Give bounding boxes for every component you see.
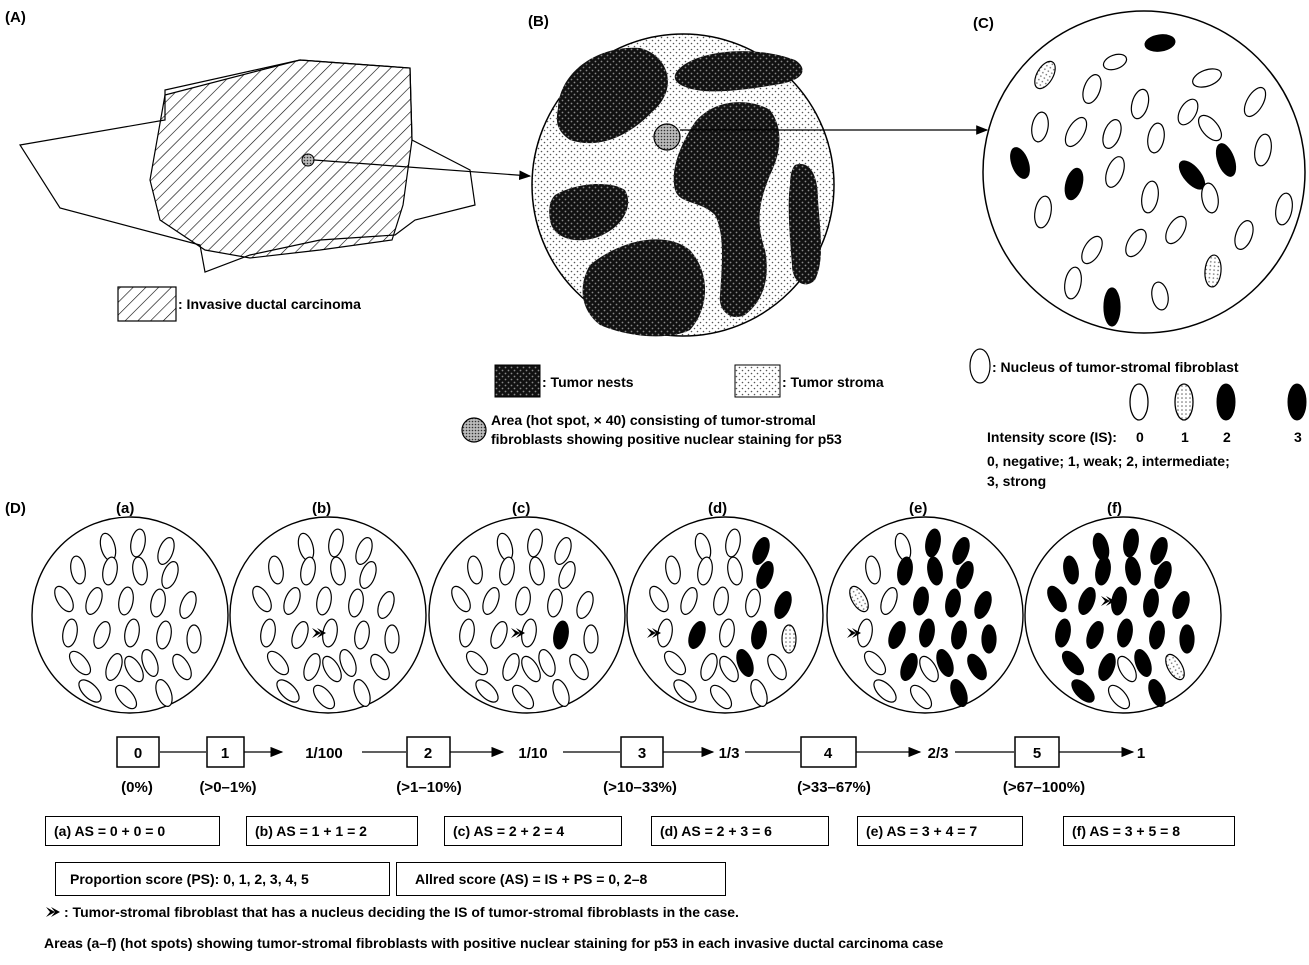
nucleus-is-0 <box>1130 384 1148 420</box>
allred-score-d: (d) AS = 2 + 3 = 6 <box>651 816 829 846</box>
case-label-c: (c) <box>512 500 530 517</box>
case-circle <box>1025 517 1221 713</box>
nucleus <box>982 625 996 653</box>
case-label-d: (d) <box>708 500 727 517</box>
arrowhead-marker-icon <box>46 907 60 917</box>
range-label: (>33–67%) <box>797 779 871 796</box>
nucleus <box>584 625 598 653</box>
carcinoma-region <box>150 60 412 258</box>
panel-label-b: (B) <box>528 13 549 30</box>
legend-stroma-label: : Tumor stroma <box>782 374 884 390</box>
case-fields <box>32 517 1221 713</box>
allred-score-a: (a) AS = 0 + 0 = 0 <box>45 816 220 846</box>
case-field <box>627 517 823 713</box>
legend-hotspot-line2: fibroblasts showing positive nuclear sta… <box>491 431 842 447</box>
proportion-score-box: Proportion score (PS): 0, 1, 2, 3, 4, 5 <box>55 862 390 896</box>
panel-label-d: (D) <box>5 500 26 517</box>
footnote-areas-text: Areas (a–f) (hot spots) showing tumor-st… <box>44 935 943 951</box>
intensity-score-2: 2 <box>1223 429 1231 445</box>
hot-spot-marker <box>654 124 680 150</box>
panel-label-c: (C) <box>973 15 994 32</box>
legend-hotspot-line1: Area (hot spot, × 40) consisting of tumo… <box>491 412 816 428</box>
case-label-e: (e) <box>909 500 927 517</box>
intensity-score-1: 1 <box>1181 429 1189 445</box>
intensity-score-label: Intensity score (IS): <box>987 429 1117 445</box>
case-field <box>32 517 228 713</box>
nucleus <box>782 625 796 653</box>
ps-box-0-label: 0 <box>134 745 142 762</box>
range-label: (>67–100%) <box>1003 779 1085 796</box>
allred-score-box: Allred score (AS) = IS + PS = 0, 2–8 <box>396 862 726 896</box>
tumor-nest <box>789 164 821 284</box>
case-field <box>1025 517 1221 713</box>
case-circle <box>230 517 426 713</box>
nucleus-is-3 <box>1288 384 1306 420</box>
ps-box-2-label: 2 <box>424 745 432 762</box>
intensity-desc-line2: 3, strong <box>987 473 1046 489</box>
nucleus <box>1104 288 1120 326</box>
nucleus <box>385 625 399 653</box>
legend-nests-label: : Tumor nests <box>542 374 634 390</box>
legend-hotspot-swatch <box>462 418 486 442</box>
allred-score-e: (e) AS = 3 + 4 = 7 <box>857 816 1023 846</box>
threshold-label: 1 <box>1137 745 1145 762</box>
legend-stroma-swatch <box>735 365 780 397</box>
case-label-f: (f) <box>1107 500 1122 517</box>
hot-spot-marker <box>302 154 314 166</box>
range-label: (>1–10%) <box>396 779 461 796</box>
allred-score-c: (c) AS = 2 + 2 = 4 <box>444 816 622 846</box>
case-label-a: (a) <box>116 500 134 517</box>
ps-box-4-label: 4 <box>824 745 833 762</box>
ps-box-1-label: 1 <box>221 745 229 762</box>
case-label-b: (b) <box>312 500 331 517</box>
legend-nucleus-swatch <box>970 349 990 383</box>
nucleus <box>1180 625 1194 653</box>
case-circle <box>429 517 625 713</box>
legend-nucleus-label: : Nucleus of tumor-stromal fibroblast <box>992 359 1239 375</box>
range-label: (>10–33%) <box>603 779 677 796</box>
threshold-label: 1/3 <box>719 745 740 762</box>
intensity-desc-line1: 0, negative; 1, weak; 2, intermediate; <box>987 453 1230 469</box>
case-circle <box>627 517 823 713</box>
intensity-score-3: 3 <box>1294 429 1302 445</box>
footnote-pointer-text: : Tumor-stromal fibroblast that has a nu… <box>64 904 739 920</box>
panel-label-a: (A) <box>5 9 26 26</box>
threshold-label: 1/100 <box>305 745 343 762</box>
ps-box-3-label: 3 <box>638 745 646 762</box>
range-label: (>0–1%) <box>199 779 256 796</box>
nucleus <box>187 625 201 653</box>
nucleus-is-1 <box>1175 384 1193 420</box>
nucleus-is-2 <box>1217 384 1235 420</box>
legend-nests-swatch <box>495 365 540 397</box>
case-field <box>827 517 1023 713</box>
case-circle <box>827 517 1023 713</box>
ps-box-5-label: 5 <box>1033 745 1041 762</box>
intensity-score-0: 0 <box>1136 429 1144 445</box>
range-label: (0%) <box>121 779 153 796</box>
case-field <box>230 517 426 713</box>
case-field <box>429 517 625 713</box>
case-circle <box>32 517 228 713</box>
magnified-field <box>983 11 1305 333</box>
legend-hatch-swatch <box>118 287 176 321</box>
allred-score-f: (f) AS = 3 + 5 = 8 <box>1063 816 1235 846</box>
threshold-label: 2/3 <box>928 745 949 762</box>
threshold-label: 1/10 <box>518 745 547 762</box>
legend-invasive-label: : Invasive ductal carcinoma <box>178 296 361 312</box>
allred-score-b: (b) AS = 1 + 1 = 2 <box>246 816 418 846</box>
